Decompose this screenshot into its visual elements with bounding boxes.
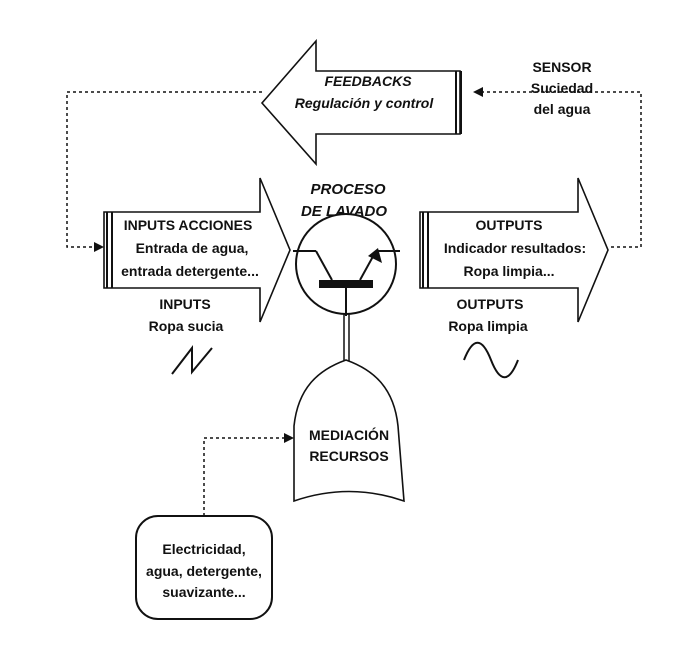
resources-box: Electricidad, agua, detergente, suavizan… bbox=[135, 515, 273, 620]
transistor-symbol bbox=[293, 213, 400, 316]
resources-mediation-connector bbox=[203, 433, 294, 516]
output-signal-icon bbox=[463, 341, 519, 379]
outputs-arrow-title: OUTPUTS bbox=[476, 217, 543, 233]
outputs-label: OUTPUTS Ropa limpia bbox=[448, 296, 528, 379]
process-title-line2: DE LAVADO bbox=[301, 203, 387, 220]
transistor-base-bar bbox=[319, 280, 373, 288]
feedback-arrow: FEEDBACKS Regulación y control bbox=[260, 38, 462, 167]
inputs-arrow-line3: entrada detergente... bbox=[121, 263, 259, 279]
outputs-arrow-line3: Ropa limpia... bbox=[463, 263, 554, 279]
sensor-label: SENSOR Suciedad del agua bbox=[531, 59, 593, 117]
inputs-arrow-title: INPUTS ACCIONES bbox=[124, 217, 253, 233]
outputs-label-sub: Ropa limpia bbox=[448, 318, 528, 334]
resources-line2: agua, detergente, bbox=[146, 563, 262, 579]
inputs-label-sub: Ropa sucia bbox=[149, 318, 224, 334]
inputs-label: INPUTS Ropa sucia bbox=[149, 296, 224, 375]
outputs-label-title: OUTPUTS bbox=[457, 296, 524, 312]
input-signal-icon bbox=[171, 345, 213, 375]
inputs-arrow: INPUTS ACCIONES Entrada de agua, entrada… bbox=[103, 177, 291, 323]
inputs-arrow-line2: Entrada de agua, bbox=[136, 240, 249, 256]
process-title-line1: PROCESO bbox=[310, 181, 385, 198]
sensor-feedback-connector bbox=[473, 87, 642, 248]
feedback-subtitle: Regulación y control bbox=[295, 95, 435, 111]
outputs-arrow: OUTPUTS Indicador resultados: Ropa limpi… bbox=[419, 177, 609, 323]
feedback-input-connector bbox=[66, 91, 262, 252]
sensor-line2: Suciedad bbox=[531, 80, 593, 96]
resources-line1: Electricidad, bbox=[162, 541, 245, 557]
resources-line3: suavizante... bbox=[162, 584, 245, 600]
mediation-line1: MEDIACIÓN bbox=[309, 426, 389, 443]
inputs-label-title: INPUTS bbox=[159, 296, 210, 312]
process-title: PROCESO DE LAVADO bbox=[301, 181, 387, 220]
sensor-line1: SENSOR bbox=[532, 59, 591, 75]
mediation-shape: MEDIACIÓN RECURSOS bbox=[293, 359, 405, 503]
emitter-arrow-icon bbox=[368, 248, 382, 263]
feedback-title: FEEDBACKS bbox=[324, 73, 412, 89]
outputs-arrow-line2: Indicador resultados: bbox=[444, 240, 586, 256]
sensor-line3: del agua bbox=[534, 101, 591, 117]
mediation-line2: RECURSOS bbox=[309, 448, 388, 464]
